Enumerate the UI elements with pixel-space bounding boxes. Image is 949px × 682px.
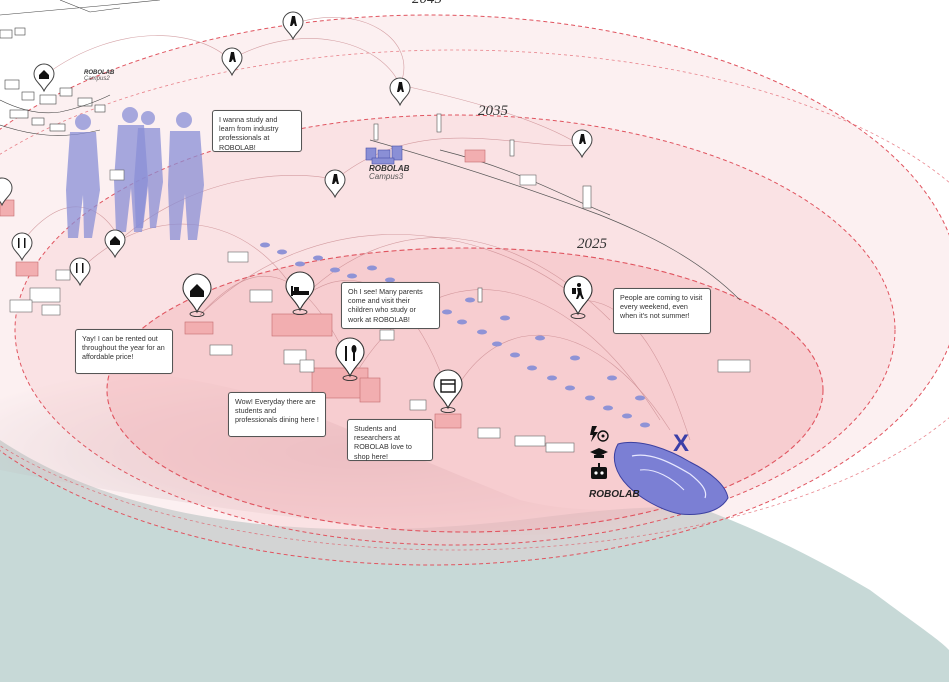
- pin-dining[interactable]: [335, 337, 365, 382]
- hiker-icon: [572, 283, 584, 299]
- pin-hiker[interactable]: [563, 275, 593, 320]
- campus2-label: ROBOLAB Campus2: [84, 70, 114, 82]
- pin-hiker-6[interactable]: [571, 129, 593, 158]
- ring-2035: [14, 114, 896, 546]
- target-marker: X: [673, 430, 690, 457]
- pin-house-1[interactable]: [182, 273, 212, 318]
- bubble-dining: Wow! Everyday there are students and pro…: [228, 392, 326, 437]
- campus3-buildings: [365, 145, 403, 165]
- campus2-sub: Campus2: [84, 76, 110, 82]
- pin-house-2[interactable]: [104, 229, 126, 258]
- year-2035-label: 2035: [478, 103, 508, 119]
- connection-arcs: [19, 16, 691, 441]
- fork-knife-icon: [18, 238, 26, 248]
- robolab-label: ROBOLAB: [589, 489, 640, 500]
- campus2-name: ROBOLAB: [84, 70, 115, 76]
- pin-hiker-4[interactable]: [221, 47, 243, 76]
- buildings-pink: [0, 149, 486, 429]
- bubble-parents: Oh I see! Many parents come and visit th…: [341, 282, 440, 329]
- bed-icon: [291, 286, 309, 296]
- hiker-icon: [397, 82, 404, 92]
- bubble-weekend: People are coming to visit every weekend…: [613, 288, 711, 334]
- person-figure: [168, 112, 204, 240]
- bubble-rent: Yay! I can be rented out throughout the …: [75, 329, 173, 374]
- pin-shop[interactable]: [433, 369, 463, 414]
- robot-icon: [591, 463, 607, 479]
- buildings-white: [9, 169, 751, 453]
- house-icon: [39, 70, 49, 79]
- fork-knife-icon: [76, 263, 84, 273]
- pin-bed[interactable]: [285, 271, 315, 316]
- robolab-site: [613, 441, 729, 515]
- year-2045-label: 2045: [412, 0, 442, 8]
- robolab-icons: [590, 426, 609, 479]
- campus3-sub: Campus3: [369, 172, 404, 181]
- pin-house-3[interactable]: [33, 63, 55, 92]
- house-icon: [110, 236, 120, 245]
- campus3-label: ROBOLAB Campus3: [369, 165, 409, 181]
- person-figure: [66, 114, 100, 238]
- fork-knife-icon: [345, 345, 357, 361]
- hiker-icon: [332, 174, 339, 184]
- bubble-shop: Students and researchers at ROBOLAB love…: [347, 419, 433, 461]
- energy-radiation-icon: [590, 426, 609, 442]
- shop-icon: [440, 379, 456, 393]
- hiker-icon: [579, 134, 586, 144]
- campus3-name: ROBOLAB: [369, 164, 410, 173]
- landmarks: [373, 113, 592, 303]
- pin-hiker-5[interactable]: [282, 11, 304, 40]
- pin-hiker-2[interactable]: [324, 169, 346, 198]
- year-2025-label: 2025: [577, 236, 607, 252]
- hiker-icon: [229, 52, 236, 62]
- hiker-icon: [290, 16, 297, 26]
- pin-hiker-3[interactable]: [389, 77, 411, 106]
- person-figure: [134, 111, 163, 228]
- visitors-crowd: [66, 107, 204, 240]
- house-icon: [190, 284, 204, 297]
- sea-area: [0, 440, 949, 682]
- pin-dining-3[interactable]: [69, 257, 91, 286]
- graduation-cap-icon: [590, 448, 608, 458]
- pin-dining-2[interactable]: [11, 232, 33, 261]
- bubble-study: I wanna study and learn from industry pr…: [212, 110, 302, 152]
- distant-town: [0, 0, 161, 136]
